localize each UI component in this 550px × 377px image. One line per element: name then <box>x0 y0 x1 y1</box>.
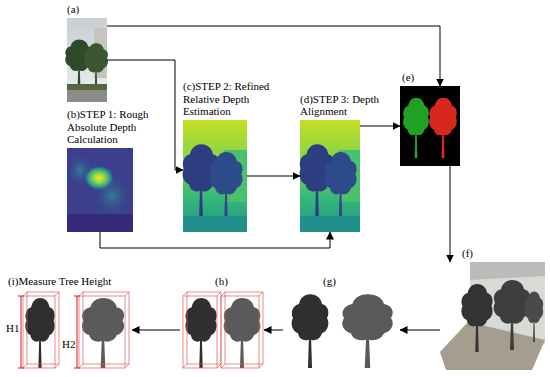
flow-arrow <box>132 330 180 331</box>
image-panel: (f) <box>440 262 545 370</box>
measured-trees <box>18 292 129 368</box>
street-photo <box>65 18 108 102</box>
image-panel: (i)Measure Tree Height <box>8 290 132 370</box>
flow-arrow <box>107 26 440 86</box>
bounded-trees <box>183 292 263 368</box>
height-label: H2 <box>62 338 75 350</box>
panel-heading: (b)STEP 1: Rough Absolute Depth Calculat… <box>67 108 171 146</box>
panel-heading: (c)STEP 2: Refined Relative Depth Estima… <box>183 80 295 118</box>
panel-heading: (f) <box>462 247 473 260</box>
flow-arrow <box>400 330 440 331</box>
image-panel: (a) <box>67 18 107 102</box>
image-panel: (c)STEP 2: Refined Relative Depth Estima… <box>183 120 247 232</box>
flow-arrow <box>100 232 330 248</box>
flow-arrow <box>360 126 400 127</box>
aligned-depth-map <box>300 120 360 232</box>
panel-heading: (a) <box>67 3 79 16</box>
image-panel: (b)STEP 1: Rough Absolute Depth Calculat… <box>67 148 133 232</box>
relative-depth-map <box>183 120 247 232</box>
image-panel: (d)STEP 3: Depth Alignment <box>300 120 360 232</box>
tree-masks <box>400 86 460 166</box>
tree-point-clouds <box>292 294 393 368</box>
panel-heading: (d)STEP 3: Depth Alignment <box>300 93 395 118</box>
point-cloud-scene <box>440 262 545 370</box>
flow-arrow <box>247 176 300 177</box>
panel-heading: (g) <box>323 275 336 288</box>
height-label: H1 <box>6 322 19 334</box>
image-panel: (g) <box>283 290 400 370</box>
flow-arrow <box>264 330 283 331</box>
image-panel: (h) <box>180 290 264 370</box>
panel-heading: (h) <box>215 275 228 288</box>
image-panel: (e) <box>400 86 460 166</box>
flow-arrow <box>450 166 451 262</box>
panel-heading: (i)Measure Tree Height <box>8 275 132 288</box>
rough-depth-map <box>66 148 133 232</box>
panel-heading: (e) <box>402 71 414 84</box>
